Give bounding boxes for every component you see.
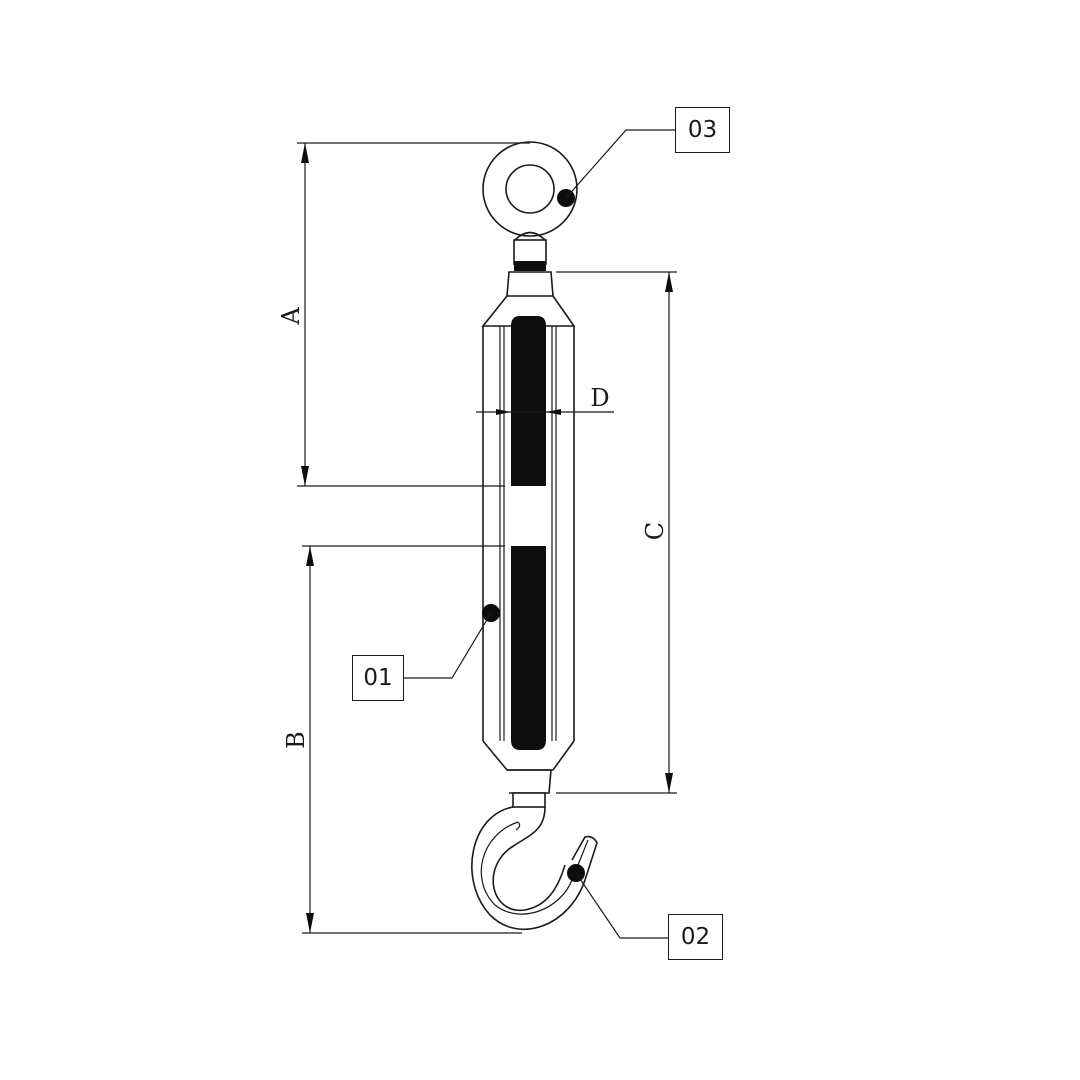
- dimension-a: [297, 142, 530, 487]
- hook-end: [471, 792, 598, 931]
- part-tag-03: 03: [675, 107, 730, 153]
- leader-03: [557, 129, 676, 207]
- dimension-c: [556, 271, 677, 794]
- dimension-b: [302, 545, 522, 934]
- part-tag-02: 02: [668, 914, 723, 960]
- leader-02: [567, 864, 669, 939]
- dim-label-a: A: [277, 307, 305, 326]
- eye-end: [482, 141, 578, 271]
- leader-01: [404, 604, 500, 679]
- dim-label-b: B: [282, 731, 310, 749]
- dim-label-d: D: [590, 384, 609, 412]
- turnbuckle-body: [481, 271, 576, 794]
- part-tag-01: 01: [352, 655, 404, 701]
- dim-label-c: C: [641, 522, 669, 540]
- dimension-d: [476, 409, 614, 415]
